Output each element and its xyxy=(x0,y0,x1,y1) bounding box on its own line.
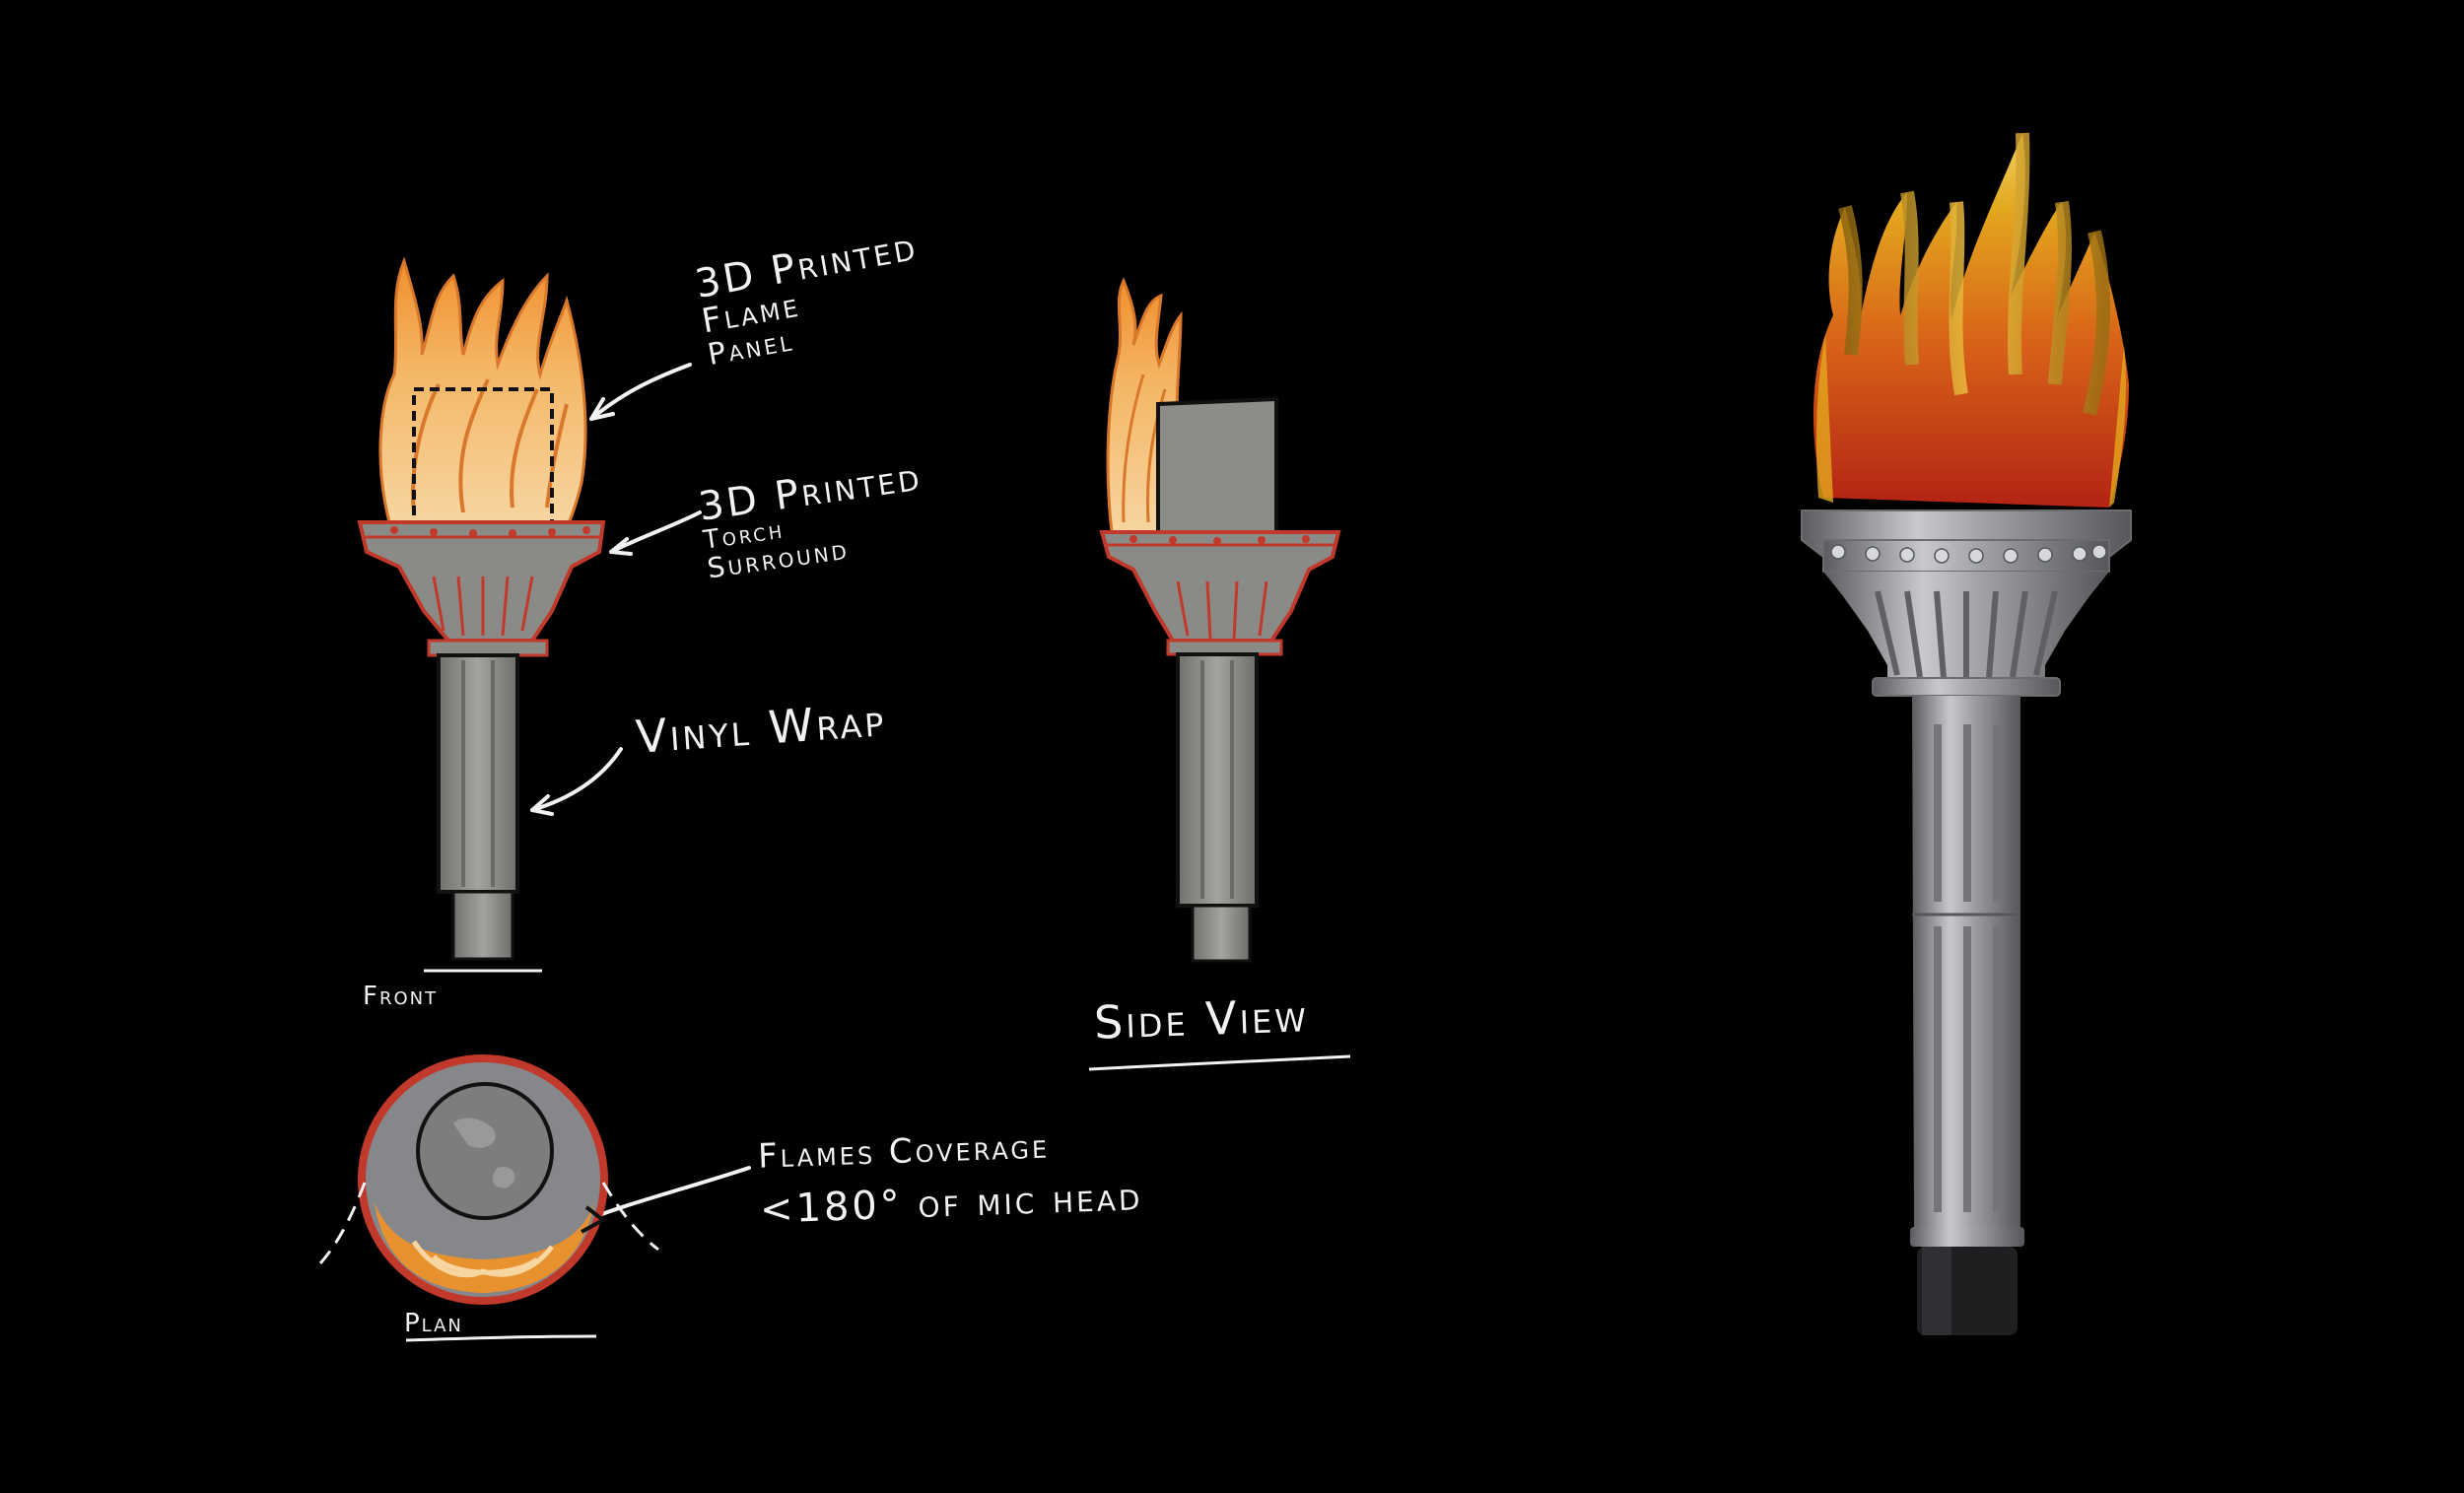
render-3d-torch xyxy=(1801,132,2132,1335)
label-flames-coverage: Flames Coverage <180° of mic head xyxy=(757,1126,1143,1232)
label-side-view: Side View xyxy=(1093,988,1310,1050)
label-plan-text: Plan xyxy=(404,1309,463,1338)
label-front-text: Front xyxy=(363,982,439,1011)
label-plan: Plan xyxy=(404,1309,463,1338)
front-torch-surround xyxy=(357,520,606,657)
plan-view xyxy=(318,1054,659,1342)
side-sketch xyxy=(1088,277,1351,1071)
front-handle xyxy=(424,653,542,973)
label-side-view-text: Side View xyxy=(1093,988,1310,1050)
front-flame-panel xyxy=(378,256,587,529)
label-front: Front xyxy=(363,982,439,1011)
